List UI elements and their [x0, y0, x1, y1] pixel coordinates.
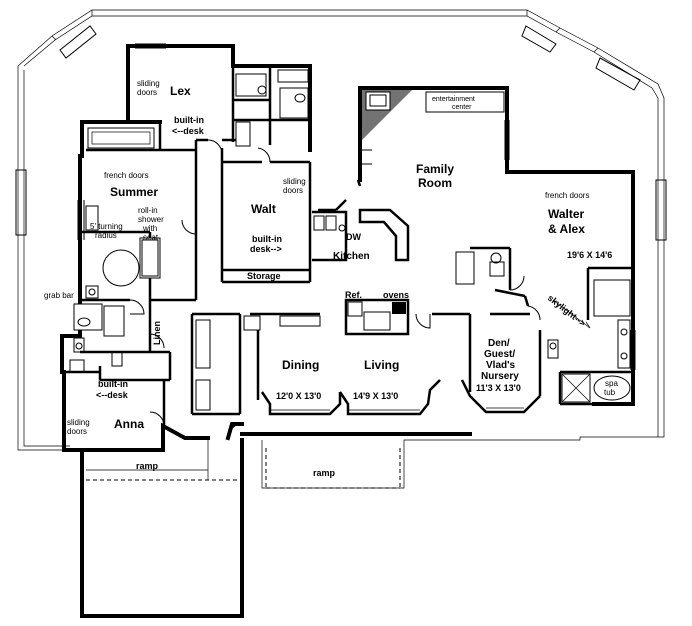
label-entertainment-1: entertainment [432, 96, 475, 103]
label-sliding-doors-walt-1: sliding [283, 177, 306, 186]
arrow-marks [552, 299, 591, 329]
room-summer: Summer [110, 185, 158, 199]
label-entertainment-2: center [452, 104, 472, 111]
room-den-size: 11'3 X 13'0 [476, 383, 521, 393]
label-ramp-front: ramp [313, 468, 336, 478]
room-linen: Linen [152, 321, 162, 345]
label-builtin-desk-lex-2: <--desk [172, 126, 205, 136]
label-ovens: ovens [383, 290, 409, 300]
label-builtin-desk-walt-2: desk--> [250, 244, 282, 254]
label-sliding-doors-lex-1: sliding [137, 79, 160, 88]
room-dining-size: 12'0 X 13'0 [276, 391, 321, 401]
bay-windows [260, 379, 541, 416]
label-refrigerator: Ref. [345, 290, 362, 300]
label-spa-tub-2: tub [604, 388, 616, 397]
label-turning-radius-1: 5' turning [90, 222, 123, 231]
room-living-size: 14'9 X 13'0 [353, 391, 398, 401]
label-rollin-shower-3: with [142, 224, 157, 233]
label-builtin-desk-anna-1: built-in [98, 379, 128, 389]
room-den-line2: Guest/ [484, 349, 515, 360]
label-dishwasher: DW [346, 232, 361, 242]
label-spa-tub-1: spa [605, 379, 618, 388]
porch-bay-panels [15, 25, 667, 241]
room-storage: Storage [247, 271, 281, 281]
room-walter-size: 19'6 X 14'6 [567, 250, 612, 260]
label-builtin-desk-anna-2: <--desk [96, 390, 129, 400]
label-sliding-doors-lex-2: doors [137, 88, 157, 97]
fireplace [344, 298, 410, 336]
label-french-doors-summer: french doors [104, 171, 148, 180]
label-builtin-desk-lex-1: built-in [174, 115, 204, 125]
door-swings [129, 139, 541, 439]
label-sliding-doors-walt-2: doors [283, 186, 303, 195]
label-french-doors-walter: french doors [545, 191, 589, 200]
room-walt: Walt [251, 202, 276, 216]
label-turning-radius-2: radius [95, 231, 117, 240]
room-living: Living [364, 358, 399, 372]
label-sliding-doors-anna-1: sliding [67, 418, 90, 427]
fixtures [69, 69, 631, 411]
room-kitchen: Kitchen [333, 251, 370, 262]
label-rollin-shower-1: roll-in [138, 206, 158, 215]
room-family-line2: Room [418, 176, 452, 190]
label-grab-bar: grab bar [44, 291, 74, 300]
label-sliding-doors-anna-2: doors [67, 427, 87, 436]
room-anna: Anna [114, 417, 144, 431]
garage [80, 438, 401, 618]
label-builtin-desk-walt-1: built-in [252, 234, 282, 244]
room-den-line3: Vlad's [486, 360, 515, 371]
room-walter-line2: & Alex [548, 222, 585, 236]
room-den-line4: Nursery [481, 371, 519, 382]
window-ticks [77, 43, 636, 370]
porch-outline [17, 9, 665, 489]
room-den-line1: Den/ [488, 338, 510, 349]
room-lex: Lex [170, 84, 191, 98]
room-family-line1: Family [416, 162, 454, 176]
label-rollin-shower-4: seat [143, 233, 159, 242]
room-walter-line1: Walter [548, 207, 585, 221]
kitchen-counters [312, 208, 410, 262]
label-rollin-shower-2: shower [138, 215, 164, 224]
room-dining: Dining [282, 358, 319, 372]
label-ramp-garage: ramp [136, 461, 159, 471]
entertainment-corner [362, 90, 505, 140]
